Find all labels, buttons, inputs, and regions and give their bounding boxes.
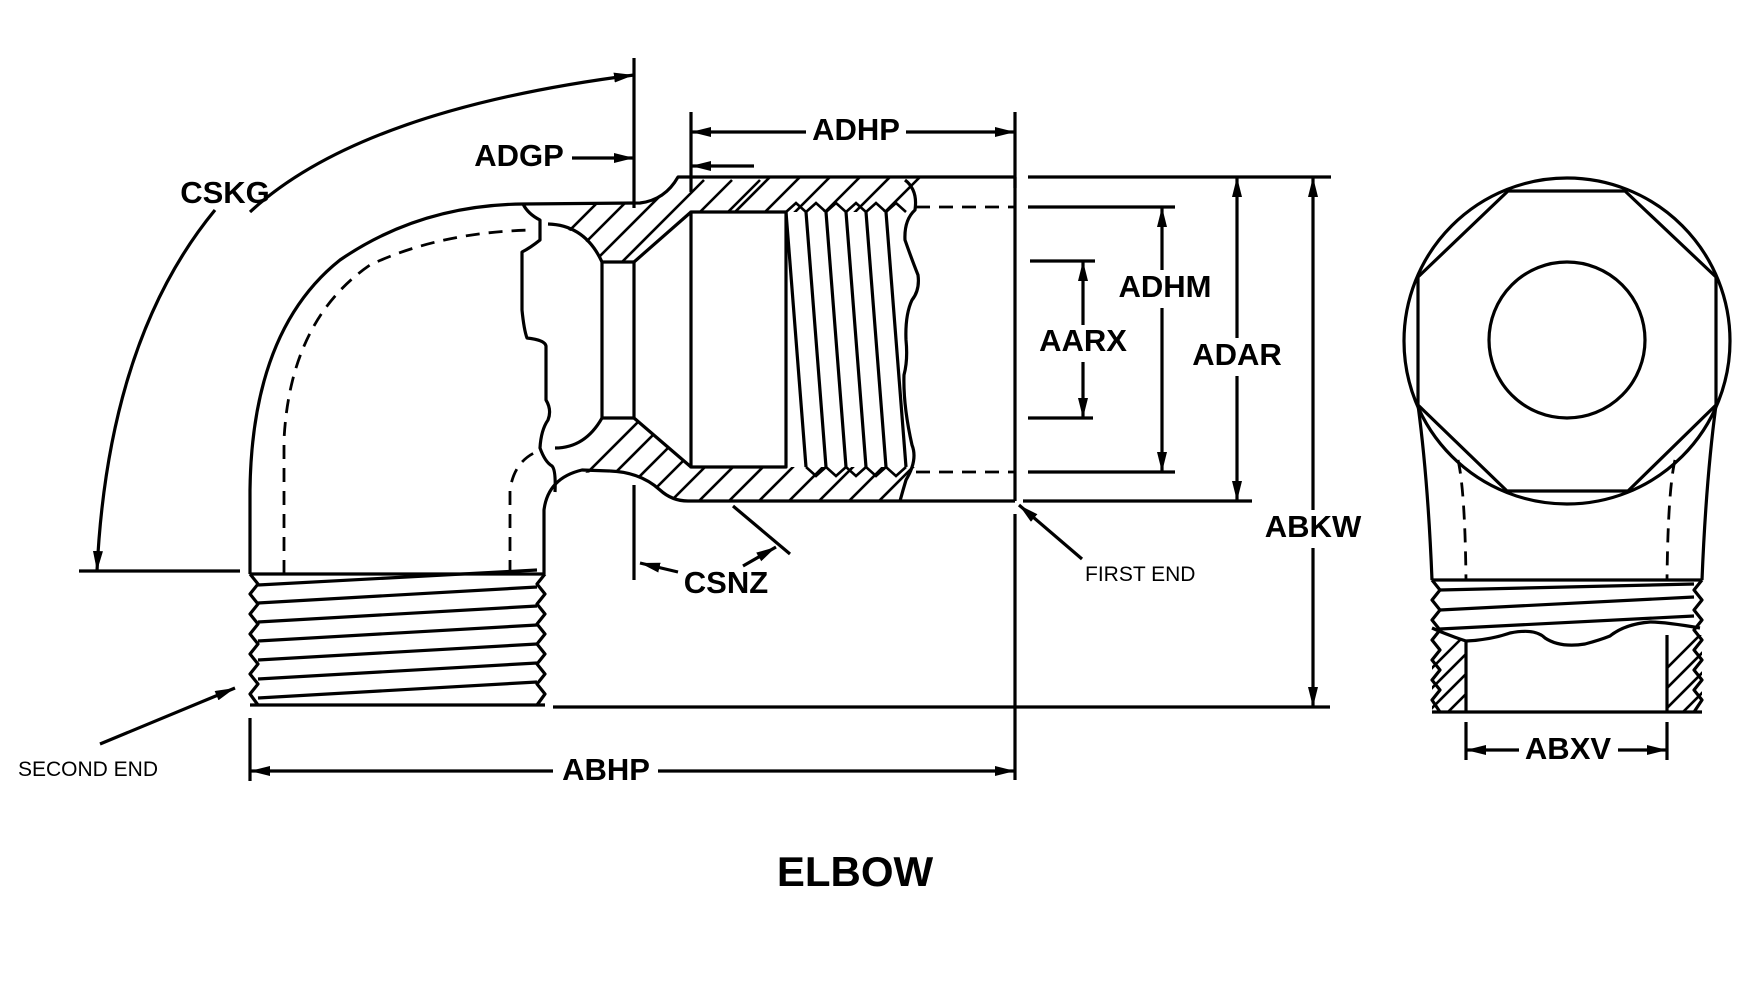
cskg-dimension-arc-lower	[92, 208, 217, 572]
adhm-label: ADHM	[1119, 269, 1212, 304]
first-end-leader	[1017, 503, 1084, 561]
throat-arc-top	[547, 222, 604, 263]
elbow-outer-contour	[248, 202, 524, 574]
abxv-label: ABXV	[1525, 731, 1611, 766]
end-view-threads	[1430, 579, 1704, 714]
csnz-ext-diag	[731, 504, 792, 556]
figure-title: ELBOW	[777, 848, 934, 895]
break-line	[520, 203, 557, 493]
section-hatch-top	[548, 177, 921, 262]
csnz-arrow-right	[742, 545, 777, 568]
end-body-right	[1700, 404, 1718, 581]
hex-outer-circle	[1402, 176, 1732, 506]
elbow-inner-bore-hidden	[282, 228, 533, 574]
aarx-label: AARX	[1039, 323, 1127, 358]
throat-arc-bot	[554, 417, 604, 450]
throat-chamfer-top	[632, 210, 693, 264]
end-bore-hidden-right	[1665, 459, 1677, 581]
adar-label: ADAR	[1192, 337, 1282, 372]
elbow-inner-leg-hidden	[508, 450, 537, 574]
throat-chamfer-bot	[632, 416, 693, 469]
end-view: ABXV	[1402, 176, 1732, 766]
end-body-left	[1416, 404, 1434, 581]
first-end-note: FIRST END	[1085, 563, 1195, 586]
hex-octagon	[1416, 189, 1718, 493]
cskg-dimension-arc	[248, 72, 635, 214]
abhp-label: ABHP	[562, 752, 650, 787]
end-bore-hidden-left	[1456, 459, 1468, 581]
adgp-label: ADGP	[474, 138, 564, 173]
end-view-hatch	[1432, 635, 1702, 712]
counterbore	[689, 210, 788, 469]
bore-circle	[1487, 260, 1647, 420]
csnz-label: CSNZ	[684, 565, 768, 600]
section-hatch-bottom	[555, 419, 961, 501]
second-end-leader	[99, 686, 236, 746]
hub-top	[522, 175, 1015, 206]
csnz-arrow-left	[639, 561, 679, 574]
right-break-line	[898, 178, 920, 502]
second-end-note: SECOND END	[18, 758, 158, 781]
hub-bottom	[609, 469, 1015, 503]
end-view-break-line	[1431, 620, 1701, 647]
side-section-view: CSKG ADGP ADHP AARX ADHM ADA	[18, 58, 1362, 787]
abkw-label: ABKW	[1265, 509, 1362, 544]
adhp-label: ADHP	[812, 112, 900, 147]
throat-bore	[600, 260, 636, 420]
external-threads	[248, 568, 547, 707]
cskg-label: CSKG	[180, 175, 270, 210]
internal-threads	[784, 201, 908, 478]
